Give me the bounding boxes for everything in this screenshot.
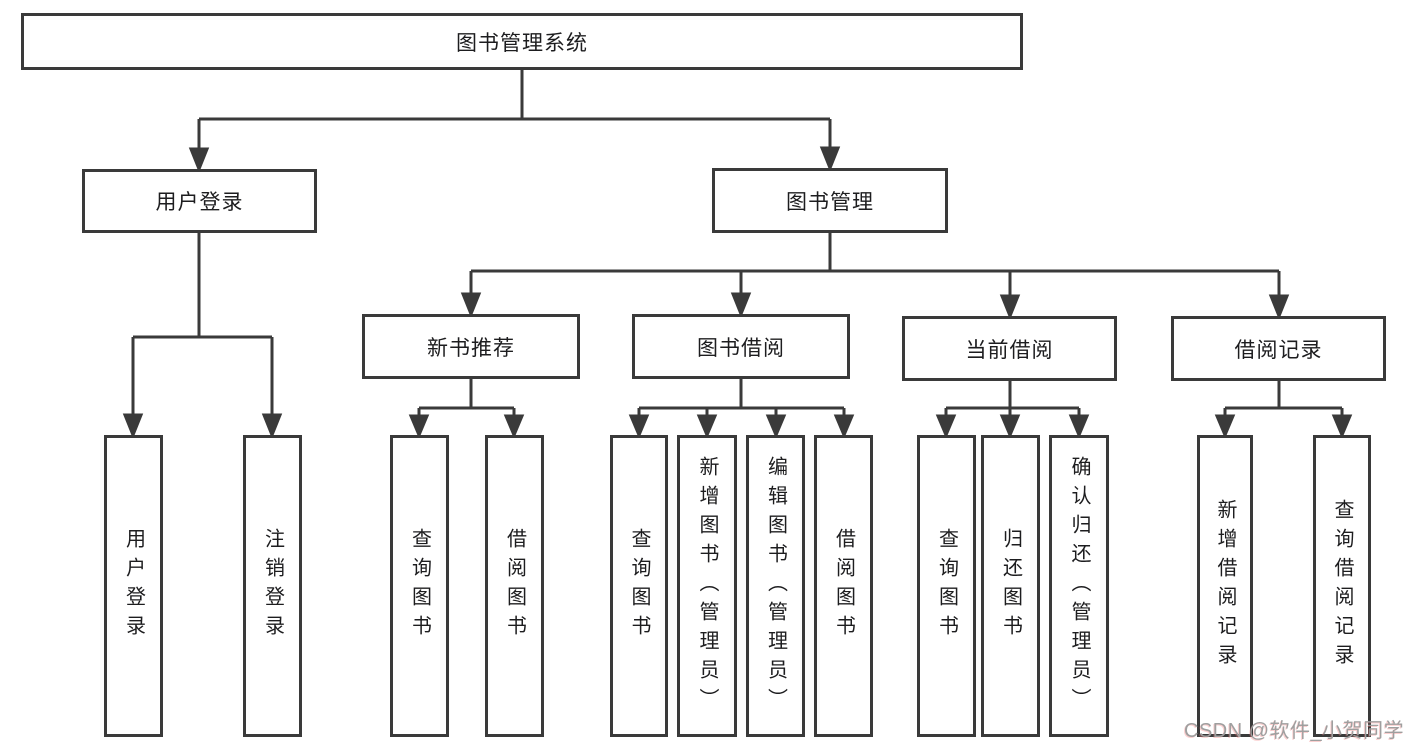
csdn-watermark-text: CSDN @软件_小贺同学 [1184, 720, 1405, 742]
node-borrowing-records: 借阅记录 [1171, 316, 1386, 381]
node-new-book-recommendation: 新书推荐 [362, 314, 580, 379]
leaf-logout: 注销登录 [243, 435, 302, 737]
leaf-current-query-books: 查询图书 [917, 435, 976, 737]
node-book-borrowing: 图书借阅 [632, 314, 850, 379]
leaf-edit-books-admin: 编辑图书（管理员） [746, 435, 805, 737]
leaf-user-login: 用户登录 [104, 435, 163, 737]
leaf-borrow-books: 借阅图书 [814, 435, 873, 737]
node-root: 图书管理系统 [21, 13, 1023, 70]
node-current-borrowing: 当前借阅 [902, 316, 1117, 381]
node-book-management: 图书管理 [712, 168, 948, 233]
leaf-add-books-admin: 新增图书（管理员） [677, 435, 737, 737]
leaf-query-borrow-record: 查询借阅记录 [1313, 435, 1371, 737]
leaf-add-borrow-record: 新增借阅记录 [1197, 435, 1253, 737]
leaf-confirm-return-admin: 确认归还（管理员） [1049, 435, 1109, 737]
leaf-recommend-borrow-books: 借阅图书 [485, 435, 544, 737]
leaf-borrow-query-books: 查询图书 [610, 435, 668, 737]
leaf-return-books: 归还图书 [981, 435, 1040, 737]
node-user-login: 用户登录 [82, 169, 317, 233]
leaf-recommend-query-books: 查询图书 [390, 435, 449, 737]
